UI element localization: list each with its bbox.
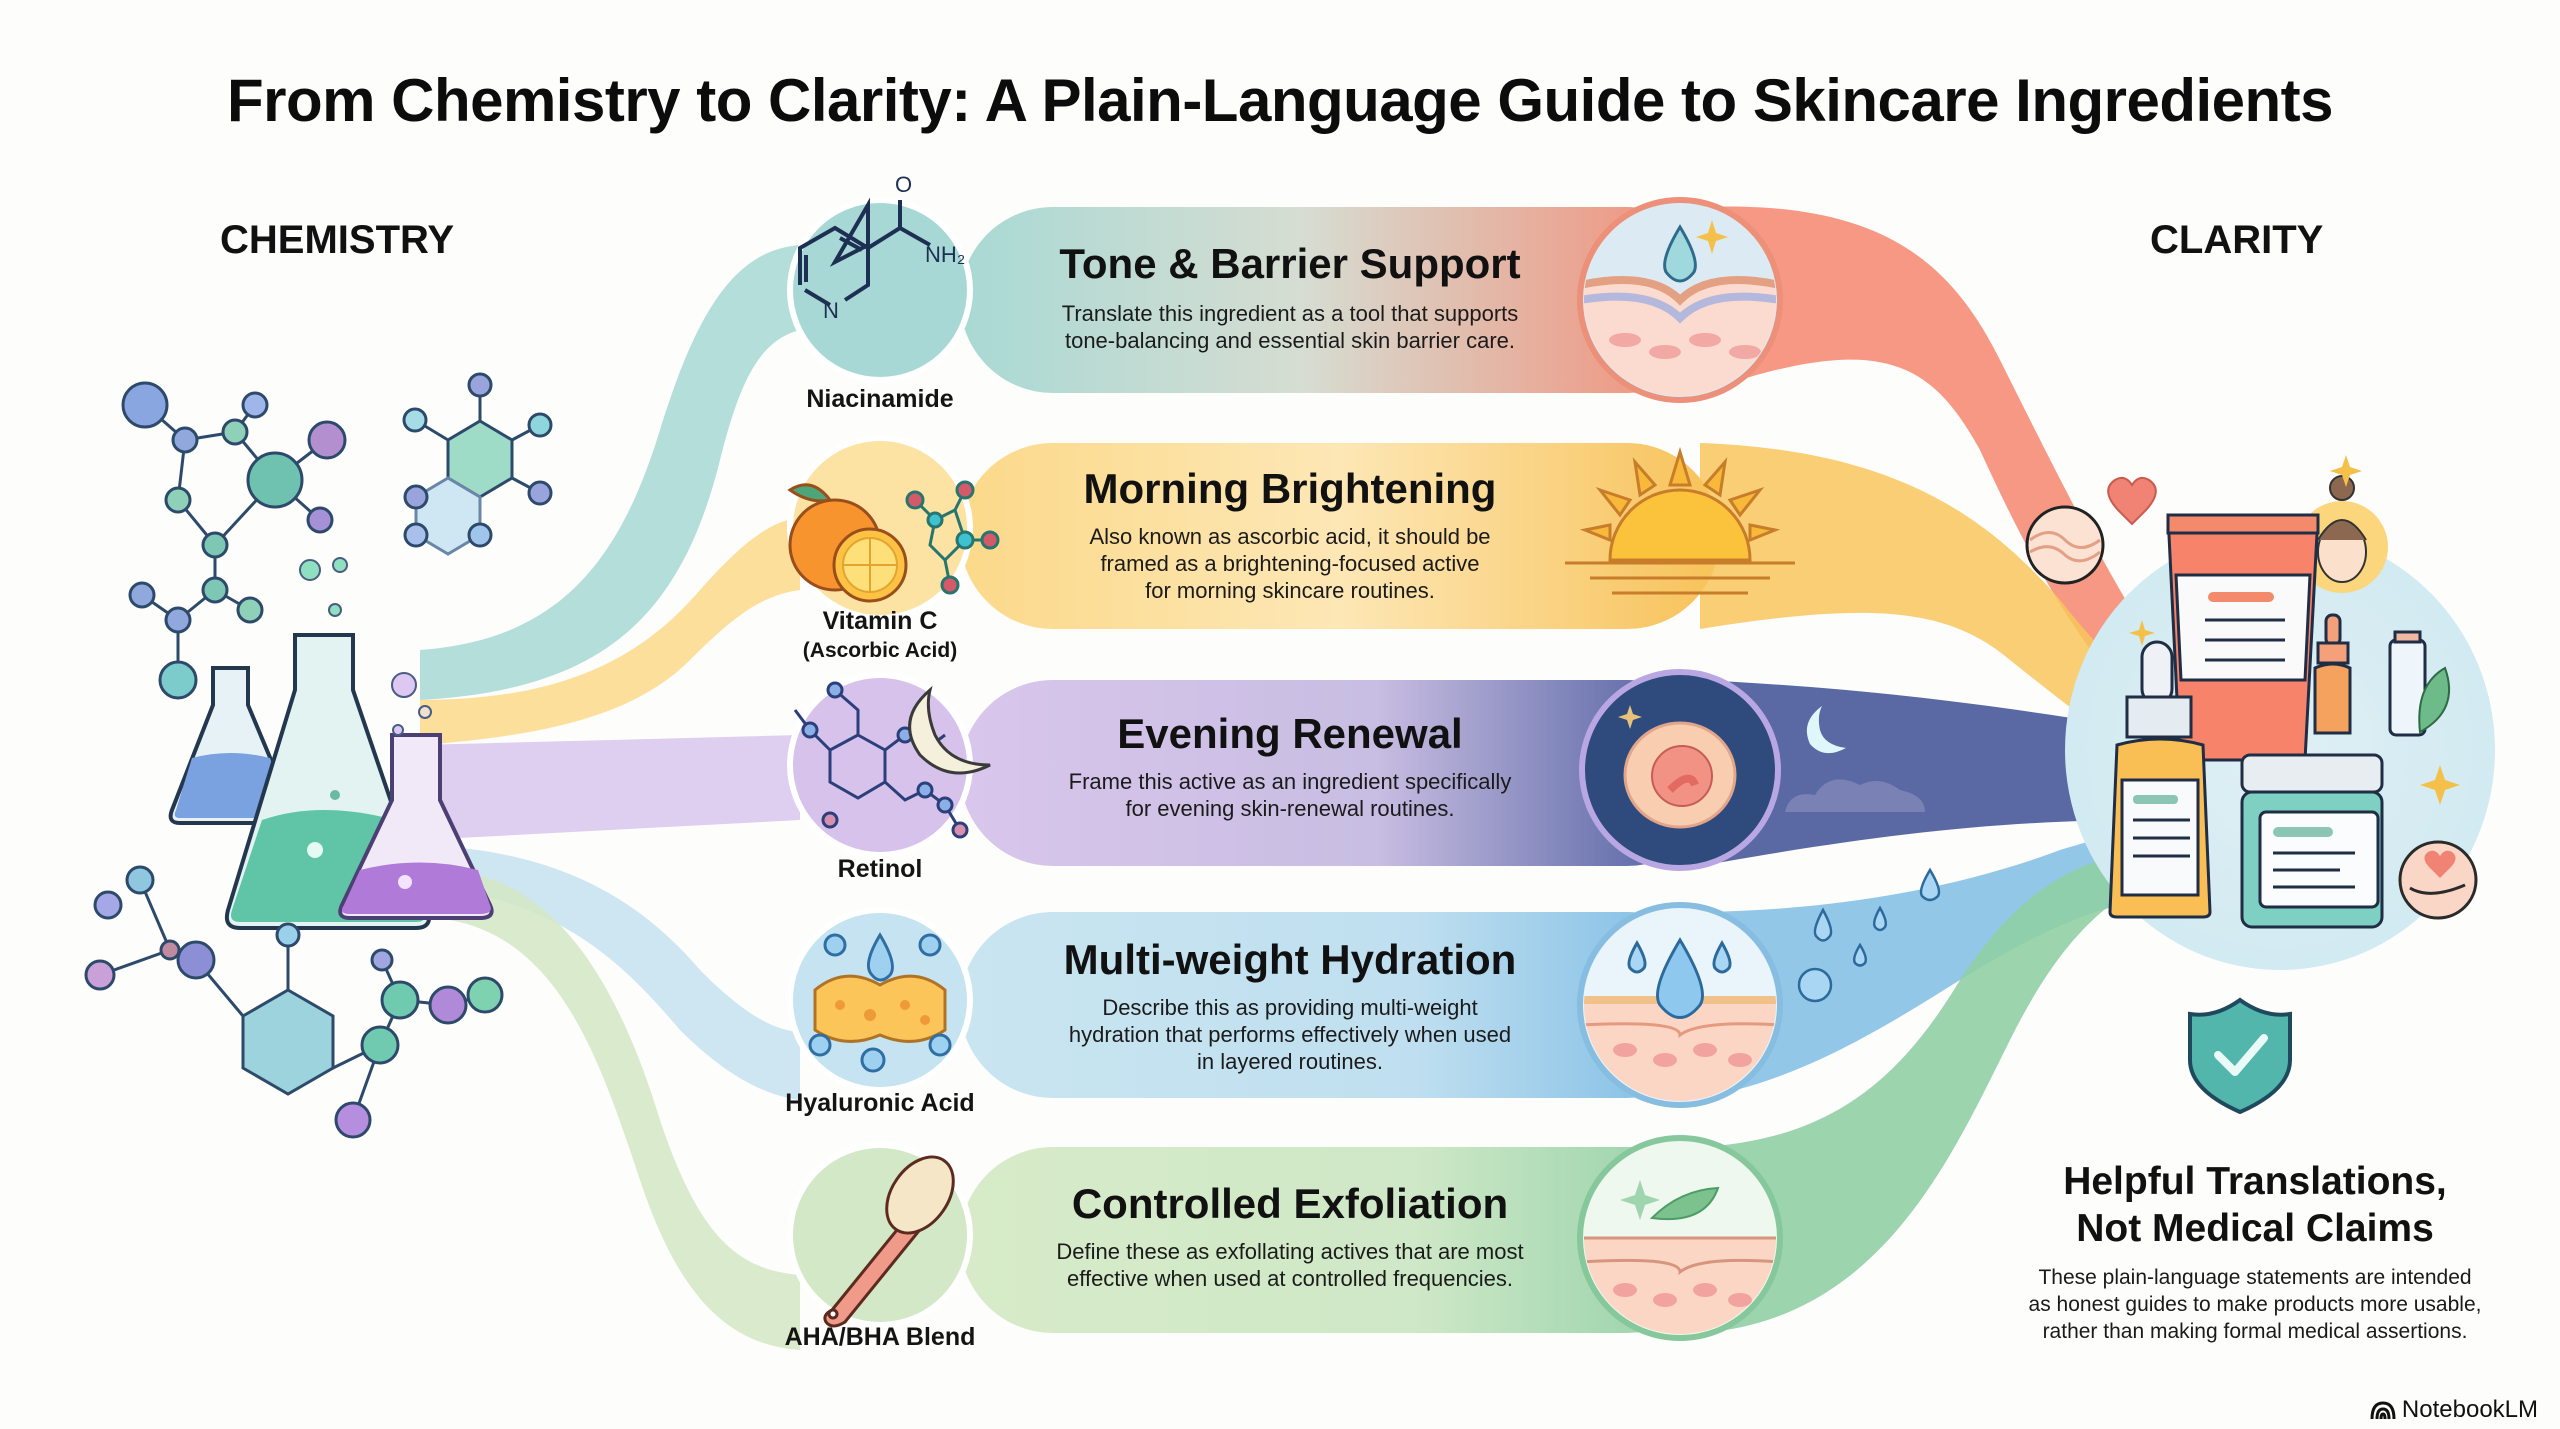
ribbon-green-right (1700, 860, 2150, 1333)
sparkle-icon (2129, 620, 2155, 646)
ingredient-label-retinol: Retinol (837, 855, 923, 883)
caring-hand-heart-icon (2398, 840, 2478, 920)
row-heading-controlled-exfoliation: Controlled Exfoliation (1071, 1180, 1509, 1227)
sponge-icon (813, 974, 947, 1043)
clarity-heading: CLARITY (2150, 218, 2324, 262)
leaf-icon (1649, 1186, 1720, 1221)
disclaimer-description: These plain-language statements are inte… (2028, 1266, 2482, 1343)
row-heading-evening-renewal: Evening Renewal (1117, 710, 1463, 757)
sparkle-icon (2330, 455, 2362, 487)
sparkle-icon (2420, 765, 2460, 805)
svg-text:O: O (895, 172, 912, 197)
disclaimer-heading: Helpful Translations,Not Medical Claims (2063, 1160, 2447, 1250)
floating-droplets-icon (1797, 867, 1941, 1003)
crescent-moon-icon (908, 685, 991, 775)
cloud-icon (1785, 779, 1925, 812)
band-tone-barrier (960, 207, 1720, 393)
brand-watermark: NotebookLM (2370, 1396, 2538, 1424)
bubbles-icon (299, 557, 432, 736)
svg-text:NH₂: NH₂ (925, 242, 965, 267)
leaf-icon (2418, 666, 2451, 734)
svg-text:N: N (823, 298, 839, 323)
droplet-icon (1663, 224, 1697, 283)
ribbon-purple (420, 735, 800, 840)
result-circle-hydration (1577, 867, 1941, 1108)
shield-check-icon (2188, 997, 2292, 1115)
result-circle-sun (1565, 446, 1795, 595)
ribbon-yellow (420, 518, 800, 745)
cream-jar-icon (2240, 753, 2384, 929)
ingredient-label-hyaluronic-acid: Hyaluronic Acid (785, 1089, 975, 1117)
niacinamide-molecule-icon (798, 197, 931, 307)
sparkle-icon (1620, 1180, 1660, 1220)
ingredient-circle-vitamin-c (787, 435, 1000, 621)
brand-name: NotebookLM (2401, 1396, 2538, 1423)
cream-tube-icon (2166, 513, 2320, 762)
ribbon-green (450, 870, 800, 1350)
serum-bottle-icon (2388, 630, 2427, 737)
ribbon-coral-right (1700, 206, 2150, 721)
skin-texture-badge-icon (2025, 505, 2105, 585)
crescent-moon-icon (1806, 706, 1846, 754)
notebooklm-logo-icon (2370, 1401, 2396, 1420)
flask-purple-icon (338, 733, 494, 920)
dropper-bottle-small-icon (2313, 613, 2352, 735)
band-controlled-exfoliation (960, 1147, 1720, 1333)
ribbon-yellow-right (1700, 443, 2150, 760)
hexagon-molecule-icon (402, 372, 553, 556)
exfoliating-brush-icon (823, 1155, 955, 1328)
row-heading-multi-weight-hydration: Multi-weight Hydration (1063, 936, 1517, 983)
band-multi-weight-hydration (960, 912, 1720, 1098)
ingredient-circle-hyaluronic-acid (787, 907, 973, 1093)
orange-fruit-icon (787, 483, 908, 603)
result-circle-exfoliation (1577, 1135, 1783, 1341)
row-description-evening-renewal: Frame this active as an ingredient speci… (1068, 769, 1512, 821)
sparkle-icon (1618, 705, 1642, 729)
molecule-atoms-top-left (121, 381, 347, 700)
sparkle-icon (1696, 220, 1728, 254)
ascorbic-molecule-icon (905, 480, 1000, 595)
heart-icon (2107, 476, 2157, 526)
ingredient-circle-aha-bha (787, 1142, 973, 1328)
ribbon-teal (420, 245, 800, 700)
ingredient-label-niacinamide: Niacinamide (806, 385, 954, 413)
ingredient-label-aha-bha: AHA/BHA Blend (784, 1323, 976, 1351)
result-circle-night-cell (1579, 669, 1925, 871)
ingredient-circle-retinol (787, 672, 991, 858)
row-heading-tone-barrier: Tone & Barrier Support (1059, 240, 1521, 287)
ingredient-circle-niacinamide: O NH₂ N (787, 172, 973, 383)
band-morning-brightening (960, 443, 1720, 629)
benzene-molecule-bottom-left-icon (84, 865, 504, 1139)
row-description-tone-barrier: Translate this ingredient as a tool that… (1061, 301, 1519, 353)
result-circle-skin-barrier (1577, 197, 1783, 403)
rising-sun-icon (1565, 446, 1795, 595)
row-description-controlled-exfoliation: Define these as exfollating actives that… (1056, 1239, 1524, 1291)
band-evening-renewal (960, 680, 1720, 866)
row-heading-morning-brightening: Morning Brightening (1083, 465, 1497, 512)
page-title: From Chemistry to Clarity: A Plain-Langu… (226, 67, 2334, 134)
water-droplets-icon (808, 932, 952, 1073)
chemistry-heading: CHEMISTRY (220, 218, 455, 262)
ingredient-label-vitamin-c: Vitamin C(Ascorbic Acid) (802, 607, 958, 662)
droplet-icon (1656, 937, 1704, 1019)
dropper-bottle-large-icon (2108, 640, 2212, 919)
ribbon-blue (420, 845, 800, 1100)
row-description-morning-brightening: Also known as ascorbic acid, it should b… (1089, 524, 1491, 603)
